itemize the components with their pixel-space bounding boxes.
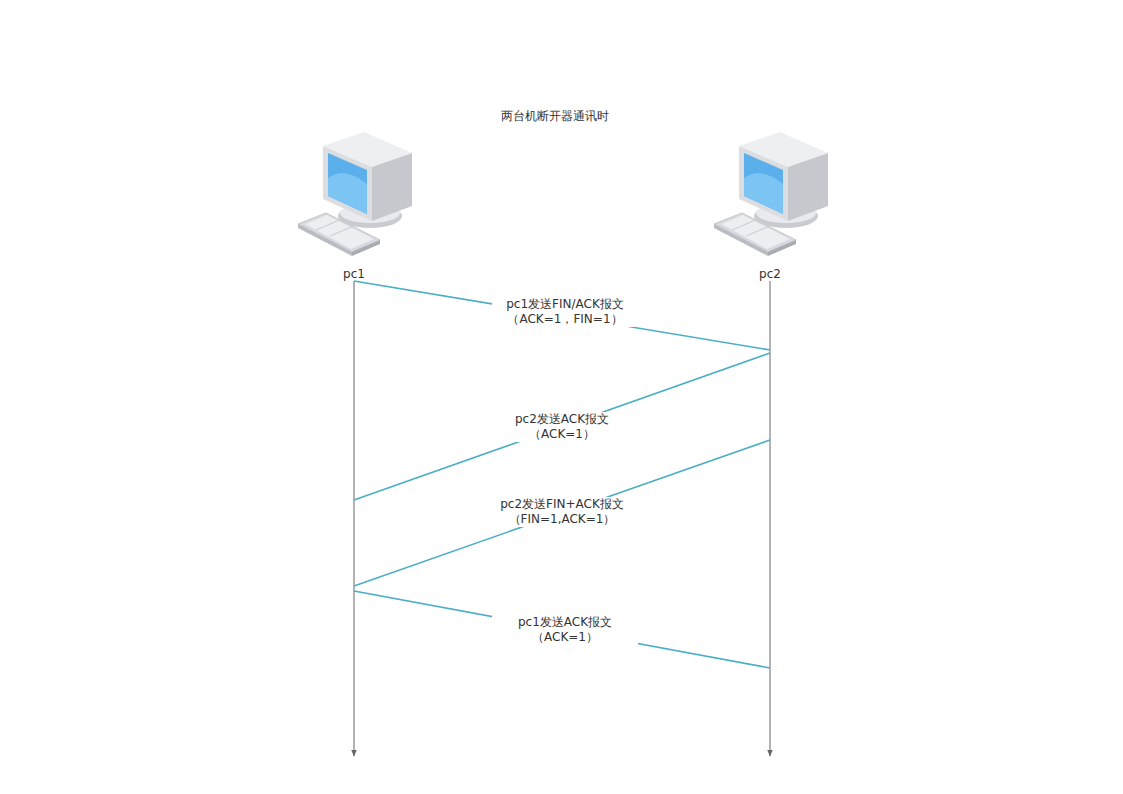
message-label: pc1发送FIN/ACK报文 （ACK=1，FIN=1）: [492, 297, 638, 327]
computer-label: pc1: [343, 267, 365, 281]
computer-icon: [298, 132, 412, 256]
message-label: pc2发送FIN+ACK报文 （FIN=1,ACK=1）: [489, 497, 635, 527]
message-label: pc1发送ACK报文 （ACK=1）: [492, 615, 638, 645]
message-line: [354, 281, 770, 586]
computer-icon: [714, 132, 828, 256]
lifeline: [354, 281, 355, 756]
message-line: [354, 281, 770, 350]
computer-node: pc2: [710, 128, 830, 281]
lifeline: [770, 281, 771, 756]
computer-label: pc2: [759, 267, 781, 281]
computer-node: pc1: [294, 128, 414, 281]
message-line: [354, 281, 770, 668]
message-label: pc2发送ACK报文 （ACK=1）: [489, 412, 635, 442]
diagram-title: 两台机断开器通讯时: [501, 108, 609, 125]
message-line: [354, 281, 770, 500]
